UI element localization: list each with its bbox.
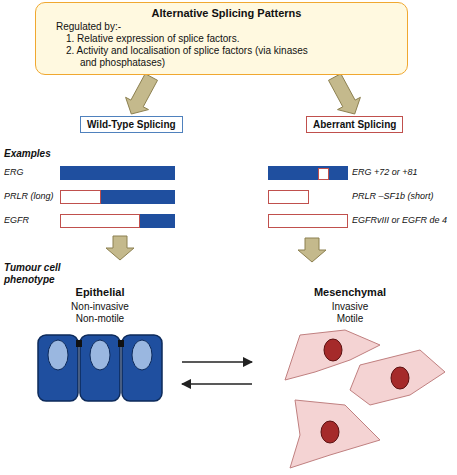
block-arrow xyxy=(298,238,326,262)
section-label: Tumour cell phenotype xyxy=(4,262,70,286)
exon-bar xyxy=(61,215,140,228)
nucleus xyxy=(132,340,152,370)
exon-insert xyxy=(319,169,329,180)
epithelial-cell xyxy=(80,335,120,401)
section-label: Examples xyxy=(4,148,104,160)
box-label: Wild-Type Splicing xyxy=(87,119,176,130)
nucleus xyxy=(321,421,339,443)
box-title: Alternative Splicing Patterns xyxy=(56,7,397,19)
nucleus xyxy=(391,367,409,389)
box-label: Aberrant Splicing xyxy=(313,119,396,130)
phenotype-trait: Non-motile xyxy=(40,313,160,325)
transition-arrow xyxy=(182,361,252,363)
block-arrow xyxy=(126,74,158,114)
gene-label: ERG +72 or +81 xyxy=(352,167,452,178)
box-text: Regulated by:- xyxy=(56,21,397,33)
phenotype-trait: Non-invasive xyxy=(40,301,160,313)
list-item: 1. Relative expression of splice factors… xyxy=(66,33,320,45)
exon-bar xyxy=(101,190,175,204)
exon-bar xyxy=(60,166,175,180)
gene-label: PRLR –SF1b (short) xyxy=(352,191,452,202)
gene-label: EGFRvIII or EGFR de 4 xyxy=(352,215,452,226)
nucleus xyxy=(48,340,68,370)
phenotype-title: Mesenchymal xyxy=(290,286,410,299)
exon-bar xyxy=(269,191,309,204)
gene-label: EGFR xyxy=(4,215,58,226)
exon-bar xyxy=(140,214,175,228)
phenotype-title: Epithelial xyxy=(40,286,160,299)
header-box: Alternative Splicing PatternsRegulated b… xyxy=(35,2,408,75)
list-item: 2. Activity and localisation of splice f… xyxy=(66,45,320,69)
exon-bar xyxy=(268,166,348,180)
process-box: Aberrant Splicing xyxy=(306,116,403,133)
gene-label: PRLR (long) xyxy=(4,191,58,202)
epithelial-cell xyxy=(122,335,162,401)
nucleus xyxy=(90,340,110,370)
phenotype-trait: Invasive xyxy=(290,301,410,313)
block-arrow xyxy=(329,74,361,114)
exon-bar xyxy=(61,191,101,204)
mesenchymal-cell xyxy=(350,350,445,405)
nucleus xyxy=(324,339,342,361)
epithelial-cell xyxy=(38,335,78,401)
block-arrow xyxy=(106,236,134,260)
process-box: Wild-Type Splicing xyxy=(80,116,183,133)
cell-junction xyxy=(118,340,124,347)
cell-junction xyxy=(76,340,82,347)
gene-label: ERG xyxy=(4,167,58,178)
mesenchymal-cell xyxy=(290,400,380,468)
phenotype-trait: Motile xyxy=(290,313,410,325)
exon-bar xyxy=(269,215,348,228)
transition-arrow xyxy=(182,383,252,385)
